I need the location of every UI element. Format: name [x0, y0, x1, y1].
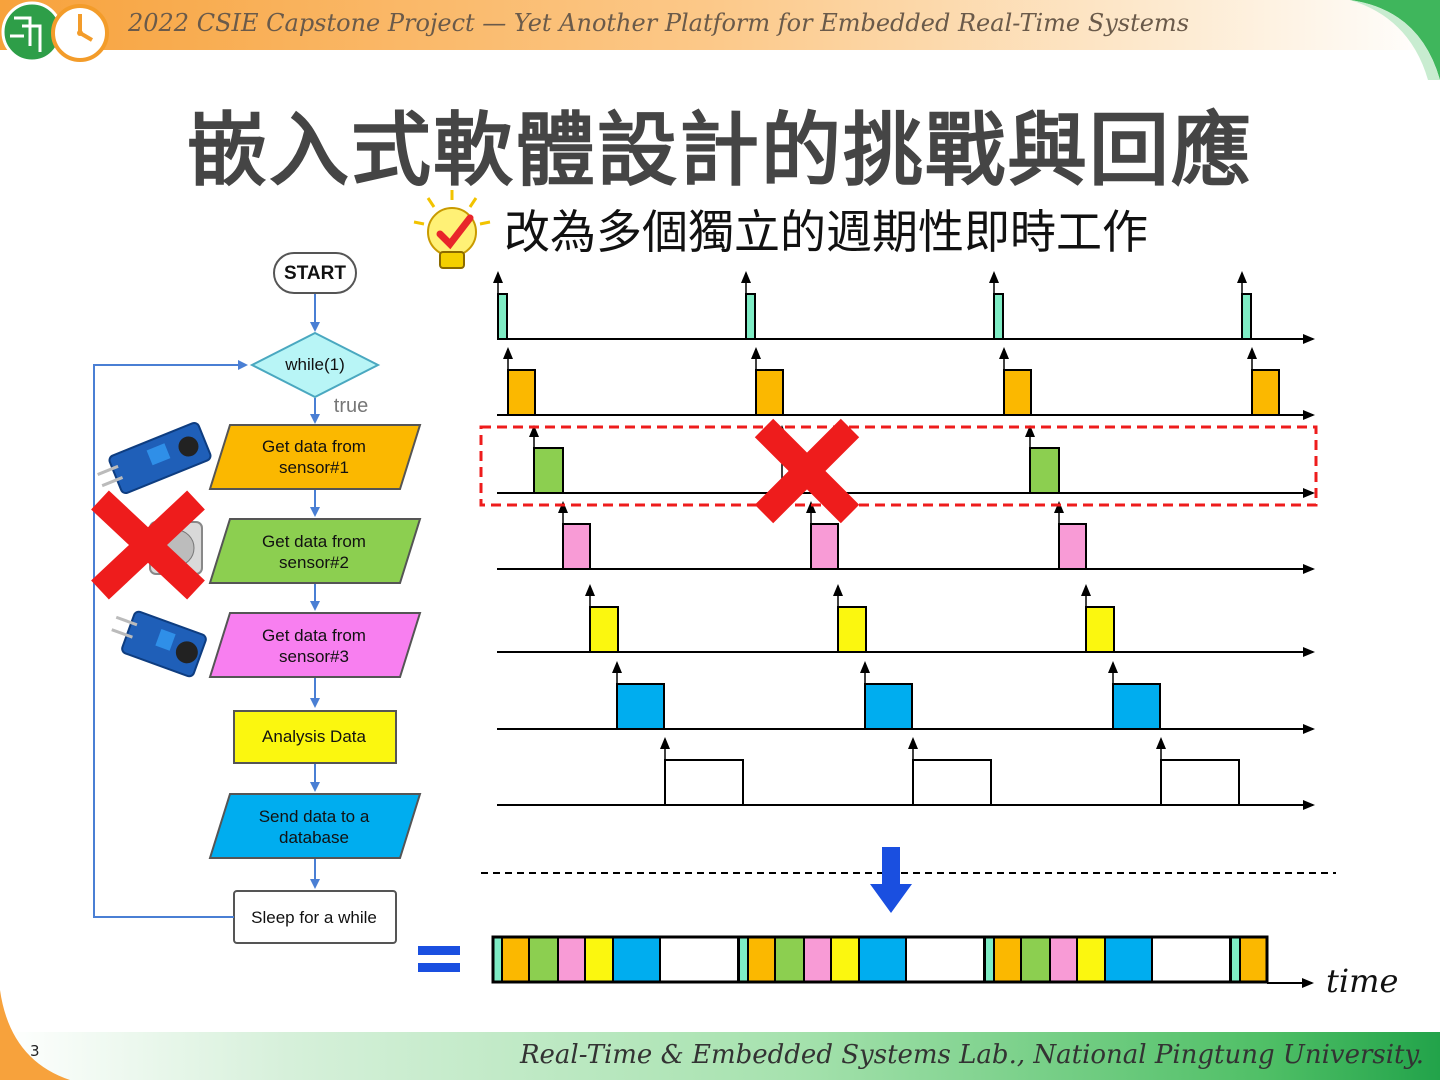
flow-loop-back-connector: [93, 360, 248, 918]
merged-job-block: [612, 936, 661, 983]
footer-text: Real-Time & Embedded Systems Lab., Natio…: [519, 1040, 1424, 1070]
time-axis-label: time: [1326, 962, 1399, 1000]
footer-bar: [0, 1032, 1440, 1080]
task-job-block: [1241, 293, 1252, 340]
task-job-block: [755, 369, 784, 416]
corner-decoration-bottom: [0, 990, 70, 1080]
task-job-block: [1058, 523, 1087, 570]
sensor-pin: [115, 615, 138, 627]
highlight-dashed-box: [479, 425, 1318, 507]
header-bar: [0, 0, 1440, 50]
flow-step-sensor2-shape: [208, 518, 422, 584]
sensor-lens: [178, 436, 199, 457]
merged-job-block: [659, 936, 739, 983]
page-number: 3: [30, 1042, 40, 1060]
flow-step-send-shape: [208, 793, 422, 859]
sensor-board-icon: [111, 610, 207, 678]
task-job-block: [810, 523, 839, 570]
flow-loop-label: while(1): [285, 355, 345, 374]
task-job-block: [533, 447, 564, 494]
flow-step-sensor1-shape: [208, 424, 422, 490]
flow-true-label: true: [333, 395, 369, 417]
sensor-lens: [175, 641, 198, 664]
merged-job-block: [528, 936, 559, 983]
task-job-block: [837, 606, 867, 653]
corner-decoration: [1350, 0, 1440, 80]
sensor-chip: [155, 628, 176, 651]
sensor-pin: [97, 464, 119, 476]
merged-job-block: [501, 936, 530, 983]
merged-job-block: [984, 936, 995, 983]
task-job-block: [1085, 606, 1115, 653]
merged-job-block: [858, 936, 907, 983]
flow-step-sensor1: Get data from sensor#1: [262, 437, 366, 477]
merged-job-block: [830, 936, 860, 983]
task-job-block: [745, 293, 756, 340]
flow-start-node: [273, 252, 357, 294]
task-job-block: [912, 759, 992, 806]
merged-job-block: [803, 936, 832, 983]
task-job-block: [497, 293, 508, 340]
task-job-block: [1029, 447, 1060, 494]
flow-step-analysis: Analysis Data: [262, 727, 366, 746]
task-job-block: [1003, 369, 1032, 416]
merged-job-block: [1049, 936, 1078, 983]
merged-job-block: [557, 936, 586, 983]
sensor-pin: [101, 476, 124, 488]
merged-job-block: [1230, 936, 1241, 983]
flow-step-sensor3-shape: [208, 612, 422, 678]
equals-icon: [418, 946, 460, 972]
down-arrow-icon: [870, 847, 912, 913]
merged-schedule: [492, 936, 1268, 983]
merged-job-block: [1151, 936, 1231, 983]
merged-job-block: [1076, 936, 1106, 983]
merged-job-block: [774, 936, 805, 983]
logo-icon: [1, 1, 109, 63]
slide-title: 嵌入式軟體設計的挑戰與回應: [187, 104, 1253, 197]
header-title: 2022 CSIE Capstone Project — Yet Another…: [128, 9, 1190, 37]
red-x-icon: [91, 490, 205, 600]
merged-job-block: [584, 936, 614, 983]
flow-loop-node: [249, 331, 381, 399]
sensor-chip: [146, 443, 171, 466]
flow-step-analysis-shape: [233, 710, 397, 764]
merged-schedule-outline: [491, 935, 1269, 984]
flow-start-label: START: [284, 263, 346, 284]
lightbulb-check-icon: [413, 190, 491, 269]
task-job-block: [993, 293, 1004, 340]
red-x-icon: [754, 418, 860, 524]
task-job-block: [562, 523, 591, 570]
flow-step-sensor2: Get data from sensor#2: [262, 532, 366, 572]
merged-job-block: [993, 936, 1022, 983]
sensor-pin: [111, 628, 133, 639]
task-job-block: [664, 759, 744, 806]
task-job-block: [1112, 683, 1161, 730]
merged-job-block: [1239, 936, 1268, 983]
merged-job-block: [747, 936, 776, 983]
merged-job-block: [738, 936, 749, 983]
flow-step-send: Send data to a database: [258, 807, 370, 847]
task-job-block: [864, 683, 913, 730]
task-job-block: [1251, 369, 1280, 416]
merged-job-block: [1104, 936, 1153, 983]
task-job-block: [1160, 759, 1240, 806]
merged-job-block: [1020, 936, 1051, 983]
subtitle: 改為多個獨立的週期性即時工作: [504, 205, 1148, 259]
task-job-block: [589, 606, 619, 653]
flow-step-sensor3: Get data from sensor#3: [262, 626, 366, 666]
sensor-board-icon: [97, 421, 212, 495]
task-job-block: [507, 369, 536, 416]
merged-job-block: [905, 936, 985, 983]
flow-step-sleep: Sleep for a while: [251, 908, 377, 927]
task-job-block: [616, 683, 665, 730]
